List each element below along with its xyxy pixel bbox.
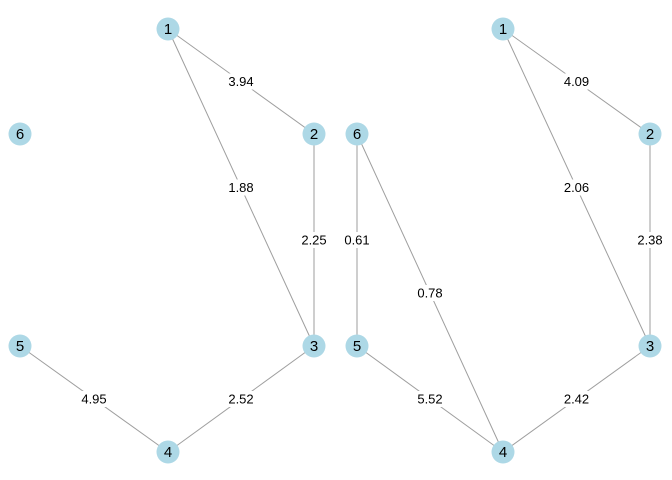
edge-weight-label: 2.42 bbox=[564, 392, 589, 407]
node-circle bbox=[8, 122, 32, 146]
node-label: 5 bbox=[353, 338, 361, 355]
node-label: 1 bbox=[164, 21, 172, 38]
node-circle bbox=[156, 17, 180, 41]
node-4: 4 bbox=[156, 440, 180, 464]
node-circle bbox=[156, 440, 180, 464]
node-circle bbox=[302, 122, 326, 146]
edge-label-background bbox=[414, 285, 446, 301]
edge-weight-label: 5.52 bbox=[417, 392, 442, 407]
edge-labels: 4.09 2.06 2.38 2.42 5.52 0.78 0.61 bbox=[341, 73, 666, 407]
node-label: 3 bbox=[646, 338, 654, 355]
nodes: 1 2 3 4 5 6 bbox=[345, 17, 662, 464]
edge-label-background bbox=[298, 232, 330, 248]
node-label: 4 bbox=[164, 444, 172, 461]
edge-label-background bbox=[225, 391, 257, 407]
node-2: 2 bbox=[638, 122, 662, 146]
edge-weight-label: 2.52 bbox=[228, 392, 253, 407]
node-6: 6 bbox=[345, 122, 369, 146]
node-label: 4 bbox=[499, 444, 507, 461]
right-network-graph: 4.09 2.06 2.38 2.42 5.52 0.78 0.61 1 2 3 4 5 6 bbox=[341, 17, 666, 464]
node-circle bbox=[638, 334, 662, 358]
node-label: 2 bbox=[310, 126, 318, 143]
node-4: 4 bbox=[491, 440, 515, 464]
edge-label-background bbox=[225, 179, 257, 196]
edge-weight-label: 0.61 bbox=[344, 233, 369, 248]
edge-weight-label: 2.06 bbox=[564, 180, 589, 195]
node-circle bbox=[345, 334, 369, 358]
node-1: 1 bbox=[156, 17, 180, 41]
edge-label-background bbox=[560, 179, 593, 196]
edge-label-background bbox=[225, 73, 257, 90]
edge-weight-label: 3.94 bbox=[228, 74, 253, 89]
node-1: 1 bbox=[491, 17, 515, 41]
node-label: 6 bbox=[16, 126, 24, 143]
node-circle bbox=[8, 334, 32, 358]
edges bbox=[356, 28, 651, 453]
node-label: 5 bbox=[16, 338, 24, 355]
left-network-graph: 3.94 1.88 2.25 2.52 4.95 1 2 3 4 5 6 bbox=[8, 17, 330, 464]
node-circle bbox=[491, 440, 515, 464]
node-label: 3 bbox=[310, 338, 318, 355]
edge-labels: 3.94 1.88 2.25 2.52 4.95 bbox=[78, 73, 330, 407]
edge-label-background bbox=[560, 391, 593, 407]
node-5: 5 bbox=[345, 334, 369, 358]
edge-label-background bbox=[78, 391, 110, 407]
node-circle bbox=[638, 122, 662, 146]
node-label: 6 bbox=[353, 126, 361, 143]
edge-label-background bbox=[560, 73, 593, 90]
edge-weight-label: 2.38 bbox=[637, 233, 662, 248]
edge-weight-label: 2.25 bbox=[301, 233, 326, 248]
node-3: 3 bbox=[302, 334, 326, 358]
node-6: 6 bbox=[8, 122, 32, 146]
edge-weight-label: 4.95 bbox=[81, 392, 106, 407]
edge-label-background bbox=[414, 391, 446, 407]
edge-weight-label: 0.78 bbox=[417, 286, 442, 301]
node-2: 2 bbox=[302, 122, 326, 146]
edge-label-background bbox=[341, 232, 373, 248]
node-circle bbox=[345, 122, 369, 146]
node-circle bbox=[491, 17, 515, 41]
edges bbox=[19, 28, 315, 453]
node-label: 2 bbox=[646, 126, 654, 143]
edge-weight-label: 1.88 bbox=[228, 180, 253, 195]
edge-label-background bbox=[634, 232, 666, 248]
node-circle bbox=[302, 334, 326, 358]
node-label: 1 bbox=[499, 21, 507, 38]
nodes: 1 2 3 4 5 6 bbox=[8, 17, 326, 464]
node-5: 5 bbox=[8, 334, 32, 358]
edge-weight-label: 4.09 bbox=[564, 74, 589, 89]
node-3: 3 bbox=[638, 334, 662, 358]
